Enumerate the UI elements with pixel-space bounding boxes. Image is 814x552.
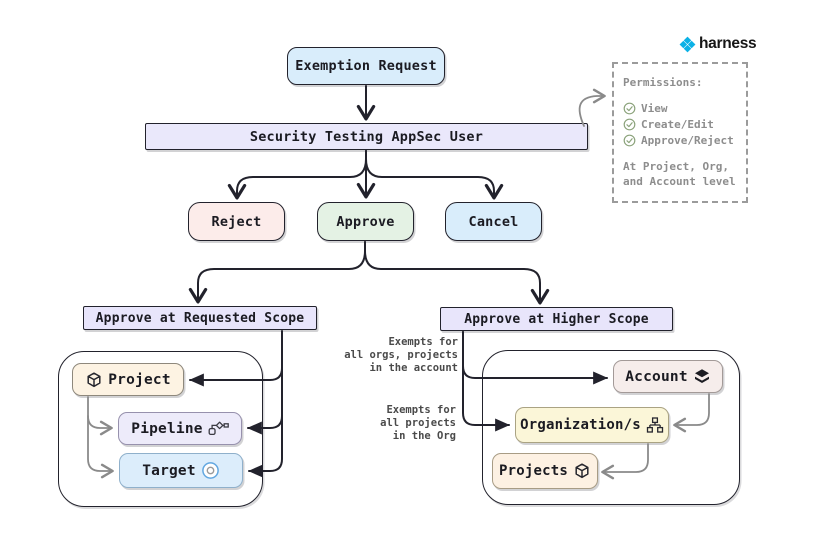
permissions-panel: Permissions: View Create/Edit Approve/Re… — [612, 62, 748, 203]
check-circle-icon — [623, 118, 636, 131]
layers-icon — [694, 369, 709, 383]
pipeline-icon — [208, 421, 229, 436]
harness-logo-icon — [679, 36, 696, 52]
node-approve-higher-scope: Approve at Higher Scope — [440, 307, 673, 331]
permission-item: View — [623, 101, 737, 116]
annotation-account-scope: Exempts for all orgs, projects in the ac… — [344, 336, 458, 374]
permission-label: Create/Edit — [641, 118, 714, 131]
harness-logo-text: harness — [699, 35, 757, 52]
node-organizations: Organization/s — [515, 407, 669, 443]
check-circle-icon — [623, 102, 636, 115]
node-reject: Reject — [188, 202, 285, 241]
node-pipeline: Pipeline — [118, 412, 242, 445]
node-exemption-request: Exemption Request — [287, 47, 445, 85]
arrow-approve-to-requested-scope — [188, 241, 366, 304]
permission-item: Create/Edit — [623, 117, 737, 132]
node-account: Account — [613, 360, 723, 393]
node-appsec-user: Security Testing AppSec User — [145, 123, 588, 150]
harness-logo: harness — [679, 35, 757, 53]
annotation-org-scope: Exempts for all projects in the Org — [380, 404, 456, 442]
cube-icon — [575, 463, 589, 479]
node-cancel: Cancel — [445, 202, 542, 241]
permissions-footer: At Project, Org, and Account level — [623, 160, 736, 188]
check-circle-icon — [623, 134, 636, 147]
arrow-approve-to-higher-scope — [364, 241, 550, 305]
permissions-title: Permissions: — [623, 76, 703, 89]
node-approve-requested-scope: Approve at Requested Scope — [83, 306, 317, 330]
arrow-appsec-to-reject — [227, 150, 367, 200]
permission-label: View — [641, 102, 668, 115]
cube-icon — [87, 371, 101, 387]
arrow-appsec-to-cancel — [365, 150, 504, 200]
node-projects: Projects — [492, 453, 598, 489]
node-target: Target — [119, 453, 243, 488]
arrow-appsec-to-permissions — [578, 88, 606, 127]
node-project: Project — [72, 363, 184, 396]
node-approve: Approve — [317, 202, 414, 241]
permission-item: Approve/Reject — [623, 133, 737, 148]
org-chart-icon — [646, 416, 664, 433]
permission-label: Approve/Reject — [641, 134, 734, 147]
target-icon — [201, 462, 219, 479]
